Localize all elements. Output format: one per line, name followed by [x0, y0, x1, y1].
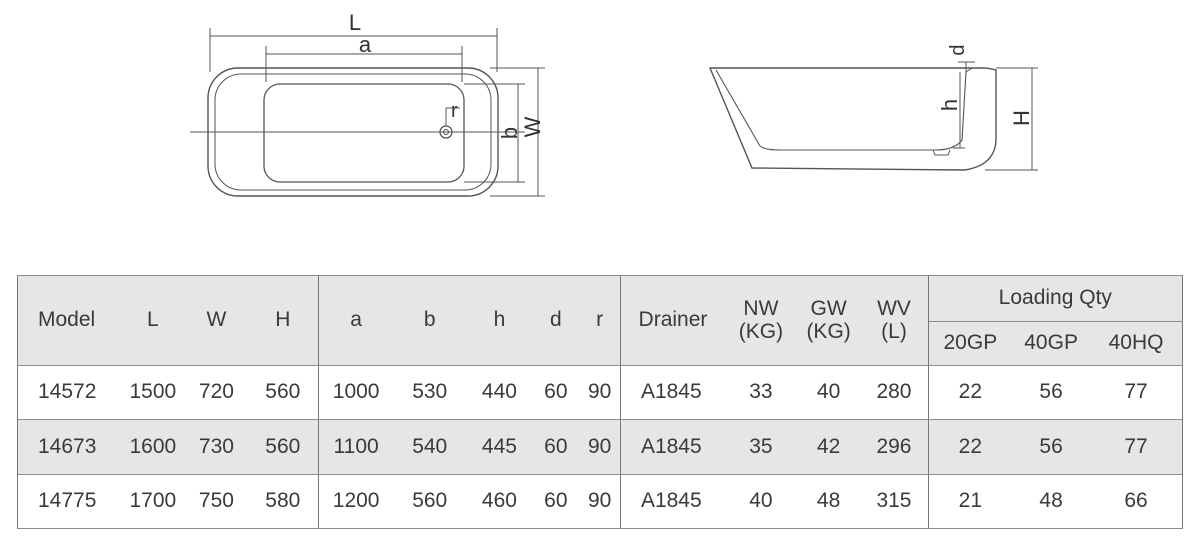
header-W: W	[185, 275, 248, 366]
dim-label-b: b	[497, 127, 522, 139]
cell-40gp: 56	[1012, 419, 1091, 475]
cell-model: 14673	[17, 419, 121, 475]
cell-nw: 40	[725, 474, 797, 529]
cell-W: 730	[185, 419, 248, 475]
cell-model: 14572	[17, 365, 121, 420]
header-wv-bottom: (L)	[881, 319, 907, 343]
top-view-drawing	[190, 28, 545, 197]
dim-label-W: W	[520, 116, 545, 137]
cell-W: 720	[185, 365, 248, 420]
cell-wv: 296	[860, 419, 929, 475]
table-row: 14673 1600 730 560 1100 540 445 60 90 A1…	[17, 419, 1184, 475]
cell-r: 90	[579, 365, 621, 420]
header-model: Model	[17, 275, 121, 366]
header-a: a	[318, 275, 393, 366]
dim-label-r: r	[451, 100, 458, 122]
header-b: b	[392, 275, 467, 366]
cell-wv: 280	[860, 365, 929, 420]
cell-20gp: 21	[928, 474, 1013, 529]
spec-table: Model L W H a b h d r Drainer NW(KG) GW(…	[17, 275, 1184, 529]
table-header-row-top: Model L W H a b h d r Drainer NW(KG) GW(…	[17, 275, 1184, 366]
technical-drawings: L a r b W d h H	[190, 10, 1038, 197]
cell-gw: 40	[796, 365, 861, 420]
cell-20gp: 22	[928, 419, 1013, 475]
table-row: 14775 1700 750 580 1200 560 460 60 90 A1…	[17, 474, 1184, 529]
header-wv-top: WV	[877, 297, 911, 321]
table-row: 14572 1500 720 560 1000 530 440 60 90 A1…	[17, 365, 1184, 420]
header-drainer: Drainer	[620, 275, 726, 366]
cell-drainer: A1845	[620, 474, 726, 529]
cell-wv: 315	[860, 474, 929, 529]
cell-nw: 35	[725, 419, 797, 475]
cell-W: 750	[185, 474, 248, 529]
cell-r: 90	[579, 474, 621, 529]
cell-r: 90	[579, 419, 621, 475]
header-loading-qty: Loading Qty	[928, 275, 1184, 322]
cell-H: 560	[247, 365, 320, 420]
cell-d: 60	[532, 419, 580, 475]
cell-h: 440	[466, 365, 533, 420]
cell-a: 1100	[318, 419, 393, 475]
cell-gw: 48	[796, 474, 861, 529]
cell-L: 1500	[120, 365, 186, 420]
dim-label-L: L	[349, 10, 361, 35]
cell-h: 460	[466, 474, 533, 529]
dim-label-h: h	[937, 99, 962, 111]
cell-H: 560	[247, 419, 320, 475]
cell-L: 1700	[120, 474, 186, 529]
cell-model: 14775	[17, 474, 121, 529]
cell-40gp: 48	[1012, 474, 1091, 529]
header-d: d	[532, 275, 580, 366]
cell-a: 1200	[318, 474, 393, 529]
header-L: L	[120, 275, 186, 366]
cell-b: 530	[392, 365, 467, 420]
cell-L: 1600	[120, 419, 186, 475]
cell-b: 540	[392, 419, 467, 475]
cell-d: 60	[532, 474, 580, 529]
cell-40hq: 66	[1090, 474, 1184, 529]
header-gw: GW(KG)	[796, 275, 861, 366]
dim-label-H: H	[1009, 110, 1034, 126]
dim-label-a: a	[359, 32, 372, 57]
header-wv: WV(L)	[860, 275, 929, 366]
header-r: r	[579, 275, 621, 366]
cell-gw: 42	[796, 419, 861, 475]
dim-label-d: d	[947, 44, 969, 55]
header-gw-top: GW	[810, 297, 847, 321]
header-gw-bottom: (KG)	[806, 319, 851, 343]
cell-nw: 33	[725, 365, 797, 420]
header-40hq: 40HQ	[1090, 321, 1184, 366]
cell-h: 445	[466, 419, 533, 475]
header-nw-bottom: (KG)	[738, 319, 784, 343]
header-40gp: 40GP	[1012, 321, 1091, 366]
table-header-row-bottom: 20GP 40GP 40HQ	[18, 321, 1184, 366]
header-nw: NW(KG)	[725, 275, 797, 366]
cell-drainer: A1845	[620, 419, 726, 475]
cell-a: 1000	[318, 365, 393, 420]
side-view-drawing	[708, 61, 1038, 171]
header-20gp: 20GP	[928, 321, 1013, 366]
cell-40gp: 56	[1012, 365, 1091, 420]
header-h: h	[466, 275, 533, 366]
cell-40hq: 77	[1090, 419, 1184, 475]
cell-40hq: 77	[1090, 365, 1184, 420]
cell-drainer: A1845	[620, 365, 726, 420]
cell-H: 580	[247, 474, 320, 529]
cell-b: 560	[392, 474, 467, 529]
header-H: H	[247, 275, 320, 366]
cell-d: 60	[532, 365, 580, 420]
header-nw-top: NW	[743, 297, 779, 321]
cell-20gp: 22	[928, 365, 1013, 420]
